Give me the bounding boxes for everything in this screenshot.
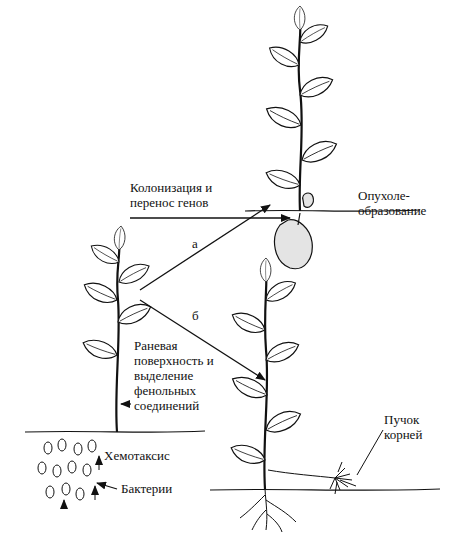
pathway-letter: а — [192, 236, 206, 251]
result-label: Опухоле- образование — [358, 188, 453, 218]
process-label: Хемотаксис — [104, 448, 194, 463]
process-label: Раневая поверхность и выделение фенольны… — [134, 338, 234, 413]
part-label: Бактерии — [121, 481, 201, 496]
result-label: Пучок корней — [384, 412, 454, 442]
hairy-root-plant — [210, 258, 440, 532]
pathway-letter: б — [192, 308, 206, 323]
process-label: Колонизация и перенос генов — [130, 180, 240, 210]
tumour-plant — [245, 6, 420, 269]
